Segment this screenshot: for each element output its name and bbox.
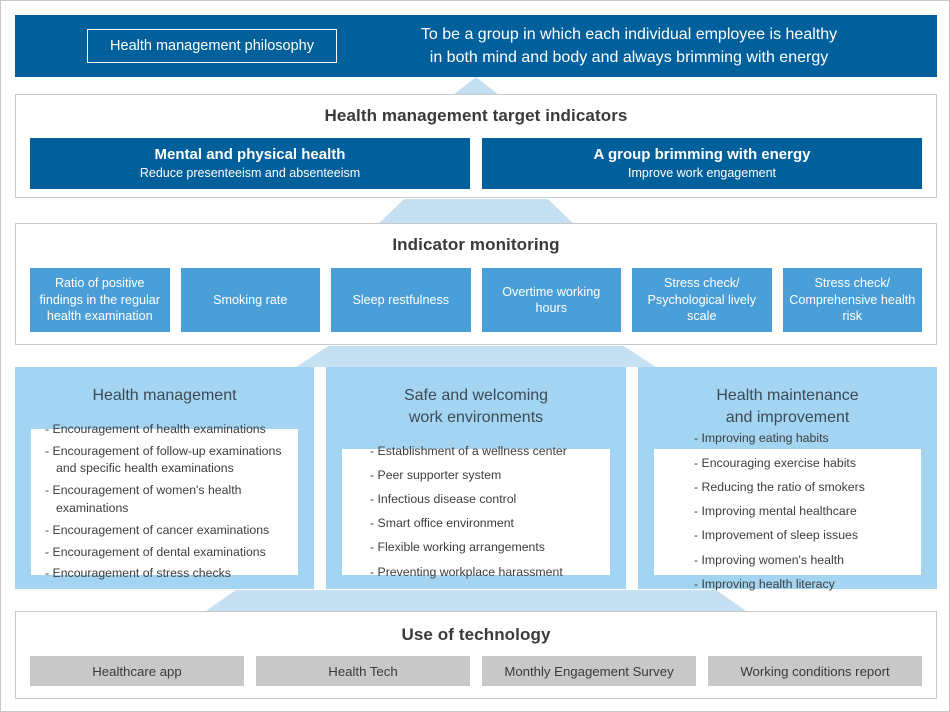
target-card: Mental and physical health Reduce presen… <box>30 138 470 189</box>
pillar-title-line-2: and improvement <box>725 408 850 426</box>
list-item: - Smart office environment <box>370 516 514 531</box>
technology-card: Health Tech <box>256 656 470 686</box>
philosophy-statement-line-2: in both mind and body and always brimmin… <box>429 49 829 66</box>
indicator-monitoring-section: Indicator monitoring Ratio of positive f… <box>15 223 937 345</box>
pillar-health-management: Health management - Encouragement of hea… <box>15 367 314 589</box>
technology-card: Monthly Engagement Survey <box>482 656 696 686</box>
list-item: - Encouragement of health examinations <box>45 421 266 436</box>
target-card-sub: Improve work engagement <box>628 165 776 180</box>
pillar-body: - Improving eating habits - Encouraging … <box>654 431 921 591</box>
technology-section: Use of technology Healthcare app Health … <box>15 611 937 699</box>
target-indicators-row: Mental and physical health Reduce presen… <box>30 138 922 189</box>
list-item: - Encouragement of stress checks <box>45 566 231 581</box>
indicator-card: Stress check/ Psychological lively scale <box>632 268 772 332</box>
list-item: - Improving health literacy <box>694 576 835 591</box>
arrow-up-targets <box>379 199 573 223</box>
target-card: A group brimming with energy Improve wor… <box>482 138 922 189</box>
philosophy-chip: Health management philosophy <box>87 29 337 63</box>
indicator-card: Ratio of positive findings in the regula… <box>30 268 170 332</box>
list-item: - Improving eating habits <box>694 431 829 446</box>
arrow-up-monitoring <box>296 346 656 367</box>
target-card-main: A group brimming with energy <box>593 146 811 164</box>
pillar-title-line-1: Health maintenance <box>716 387 859 404</box>
list-item: - Improving women's health <box>694 552 844 567</box>
target-indicators-title: Health management target indicators <box>324 106 628 125</box>
pillar-title: Health maintenance and improvement <box>638 367 937 428</box>
pillar-title-line-1: Safe and welcoming <box>403 387 549 404</box>
arrow-up-philosophy <box>453 77 499 95</box>
pillar-title: Health management <box>15 367 314 407</box>
target-indicators-section: Health management target indicators Ment… <box>15 94 937 198</box>
technology-card: Working conditions report <box>708 656 922 686</box>
philosophy-statement: To be a group in which each individual e… <box>337 23 937 69</box>
philosophy-banner: Health management philosophy To be a gro… <box>15 15 937 77</box>
list-item: - Improving mental healthcare <box>694 504 857 519</box>
pillar-title-line-2: work environments <box>408 408 544 426</box>
list-item: - Encouragement of follow-up examination… <box>45 443 282 476</box>
list-item: - Reducing the ratio of smokers <box>694 479 865 494</box>
target-card-sub: Reduce presenteeism and absenteeism <box>139 165 361 180</box>
list-item: - Encouraging exercise habits <box>694 455 856 470</box>
technology-row: Healthcare app Health Tech Monthly Engag… <box>30 656 922 686</box>
target-card-main: Mental and physical health <box>154 146 346 164</box>
list-item: - Improvement of sleep issues <box>694 528 859 543</box>
pillar-title: Safe and welcoming work environments <box>326 367 626 428</box>
list-item: - Infectious disease control <box>370 491 517 506</box>
indicator-monitoring-title: Indicator monitoring <box>392 235 560 254</box>
pillar-safe-work-environments: Safe and welcoming work environments - E… <box>326 367 626 589</box>
list-item: - Encouragement of cancer examinations <box>45 522 270 537</box>
philosophy-statement-line-1: To be a group in which each individual e… <box>420 25 838 43</box>
list-item: - Establishment of a wellness center <box>370 443 567 458</box>
indicator-card: Smoking rate <box>180 268 320 332</box>
indicator-card: Stress check/ Comprehensive health risk <box>782 268 922 332</box>
pillar-body: - Establishment of a wellness center - P… <box>342 444 610 579</box>
list-item: - Preventing workplace harassment <box>370 564 563 579</box>
pillar-title-line-1: Health management <box>92 387 237 404</box>
list-item: - Encouragement of dental examinations <box>45 544 266 559</box>
technology-title: Use of technology <box>401 625 551 644</box>
pillar-body: - Encouragement of health examinations -… <box>31 422 298 580</box>
list-item: - Flexible working arrangements <box>370 540 545 555</box>
pillar-health-maintenance: Health maintenance and improvement - Imp… <box>638 367 937 591</box>
technology-card: Healthcare app <box>30 656 244 686</box>
list-item: - Encouragement of women's health examin… <box>45 483 242 515</box>
indicator-monitoring-row: Ratio of positive findings in the regula… <box>30 268 922 332</box>
indicator-card: Overtime working hours <box>481 268 621 332</box>
list-item: - Peer supporter system <box>370 467 502 482</box>
arrow-up-pillars <box>206 590 746 611</box>
indicator-card: Sleep restfulness <box>331 268 471 332</box>
